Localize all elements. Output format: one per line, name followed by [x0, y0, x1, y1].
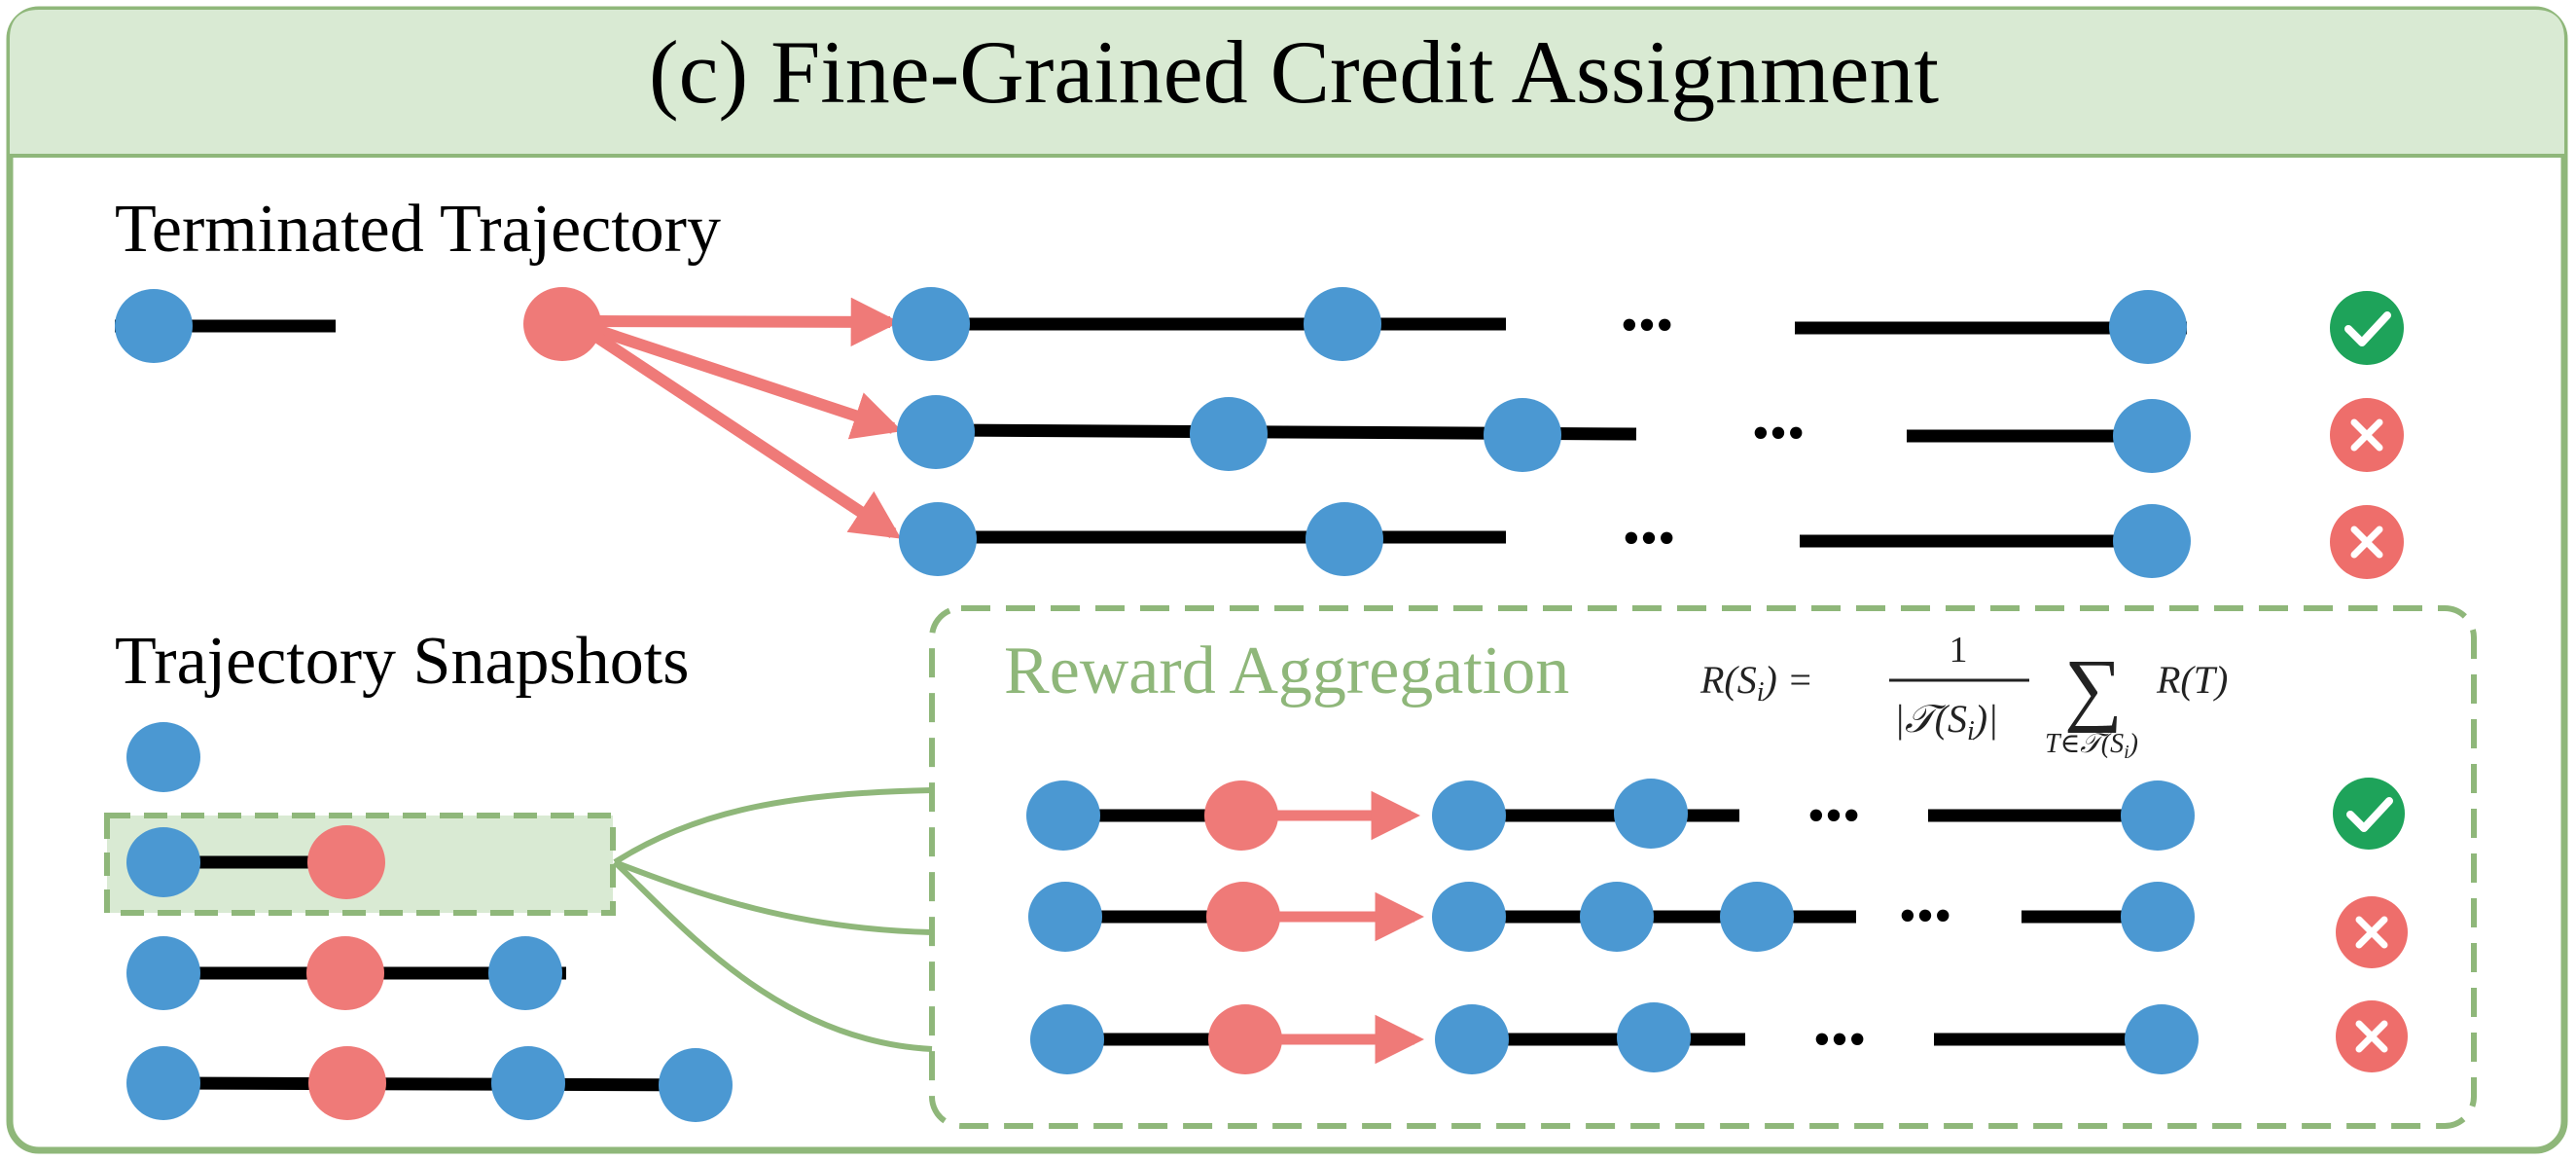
node-blue: [659, 1048, 733, 1122]
connector-curve: [612, 859, 933, 1052]
node-blue: [1306, 502, 1383, 576]
aggregation-nodes: [1026, 779, 2199, 1074]
aggregation-connectors: [612, 787, 933, 1052]
fail-cross-icon: [2336, 896, 2408, 968]
node-blue: [1190, 397, 1268, 471]
success-check-icon: [2330, 291, 2404, 365]
node-blue: [1617, 1002, 1691, 1072]
branch-arrow-3: [590, 329, 902, 539]
node-red: [307, 825, 385, 899]
node-blue: [1484, 398, 1561, 472]
branch-arrows: [590, 297, 903, 539]
ellipsis: •••: [1623, 511, 1676, 566]
ellipsis: •••: [1621, 298, 1674, 353]
fail-cross-icon: [2330, 398, 2404, 472]
success-check-icon: [2333, 778, 2405, 850]
node-blue: [1580, 882, 1654, 952]
node-blue: [491, 1046, 565, 1120]
aggregation-outcomes: [2333, 778, 2408, 1072]
ellipsis: •••: [1899, 889, 1952, 944]
connector-curve: [613, 787, 933, 865]
node-red: [308, 1046, 386, 1120]
connector-curve: [613, 859, 933, 935]
node-blue: [1304, 287, 1381, 361]
terminated-label: Terminated Trajectory: [115, 192, 721, 267]
reward-formula: R(Si) = 1 |𝒯(Si)| ∑ T∈𝒯(Si) R(T): [1699, 630, 2228, 763]
node-blue: [892, 287, 970, 361]
snapshot-nodes: [126, 722, 733, 1122]
node-red: [306, 936, 384, 1010]
ellipsis: •••: [1752, 406, 1806, 461]
reward-aggregation-box: [929, 605, 2477, 1129]
page-title: (c) Fine-Grained Credit Assignment: [649, 22, 1939, 122]
node-blue: [1432, 780, 1506, 851]
node-blue: [126, 1046, 200, 1120]
header-band: [10, 10, 2564, 156]
node-blue: [1720, 882, 1794, 952]
node-blue: [899, 502, 977, 576]
node-blue: [2121, 780, 2195, 851]
node-blue: [2113, 399, 2191, 473]
node-blue: [1435, 1004, 1509, 1074]
branch-arrow-2: [591, 323, 903, 440]
snapshot-4-edge: [162, 1076, 733, 1092]
node-red-branch-point: [523, 287, 601, 361]
snapshots-label: Trajectory Snapshots: [115, 624, 689, 699]
aggregation-arrows: [1272, 790, 1425, 1065]
branch-arrow-1: [592, 297, 901, 347]
fail-cross-icon: [2330, 505, 2404, 579]
node-red: [1208, 1004, 1282, 1074]
node-blue: [115, 289, 193, 363]
formula-numerator: 1: [1950, 630, 1968, 671]
node-blue: [126, 722, 200, 792]
formula-sum-symbol: ∑: [2064, 643, 2123, 734]
node-blue: [1432, 882, 1506, 952]
node-blue: [2109, 290, 2187, 364]
node-blue: [1614, 779, 1688, 849]
terminated-nodes: [115, 287, 2191, 578]
node-blue: [1030, 1004, 1104, 1074]
node-blue: [126, 936, 200, 1010]
node-blue: [897, 395, 975, 469]
ellipsis: •••: [1813, 1012, 1867, 1068]
node-blue: [2125, 1004, 2199, 1074]
formula-rhs: R(T): [2156, 658, 2228, 702]
terminated-outcomes: [2330, 291, 2404, 579]
aggregation-ellipses: ••• ••• •••: [1807, 788, 1952, 1068]
node-blue: [2113, 504, 2191, 578]
node-red: [1204, 780, 1278, 851]
reward-aggregation-label: Reward Aggregation: [1004, 634, 1569, 708]
formula-denominator: |𝒯(Si)|: [1894, 697, 1998, 746]
formula-lhs: R(Si) =: [1699, 658, 1813, 707]
node-blue: [126, 827, 200, 897]
fail-cross-icon: [2336, 1000, 2408, 1072]
terminated-ellipses: ••• ••• •••: [1621, 298, 1806, 566]
node-blue: [2121, 882, 2195, 952]
node-blue: [488, 936, 562, 1010]
ellipsis: •••: [1807, 788, 1861, 844]
node-blue: [1028, 882, 1102, 952]
node-red: [1206, 882, 1280, 952]
formula-sum-index: T∈𝒯(Si): [2045, 729, 2138, 763]
node-blue: [1026, 780, 1100, 851]
